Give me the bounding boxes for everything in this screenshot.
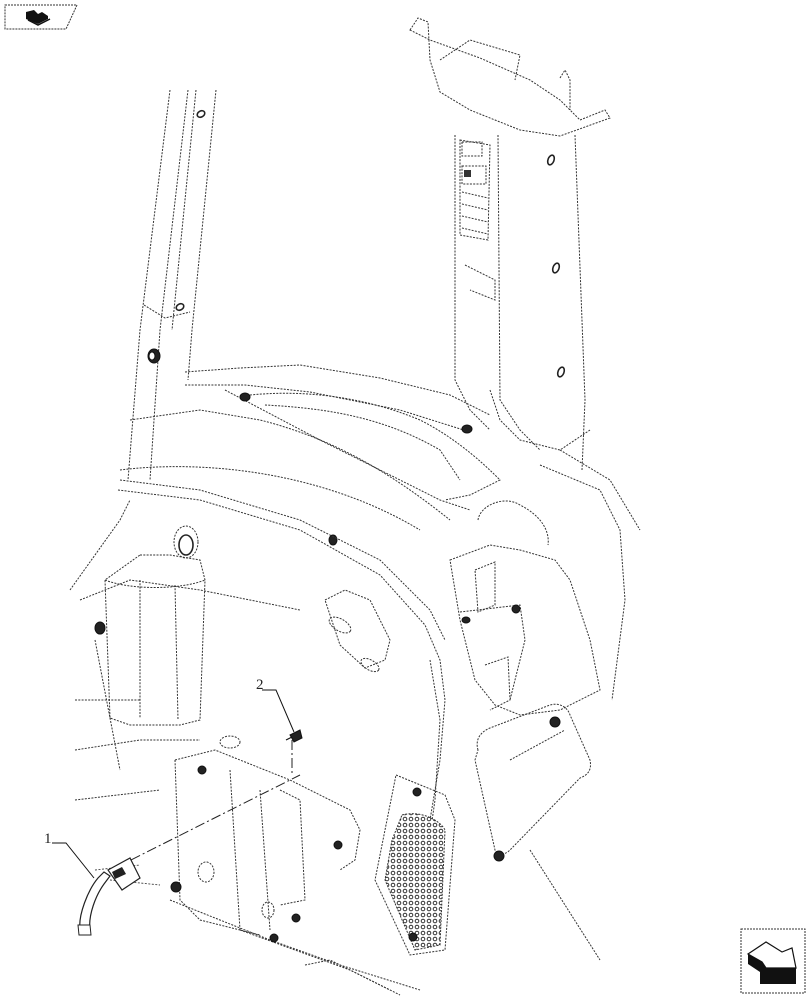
right-console <box>449 449 641 716</box>
callout-1-leader <box>52 842 95 879</box>
book-index-button[interactable] <box>4 4 78 30</box>
book-index-icon <box>4 4 78 30</box>
callout-2-leader <box>262 689 295 733</box>
lower-bracket <box>170 735 361 936</box>
left-pillar <box>127 89 217 481</box>
part-1-connector <box>77 857 141 936</box>
previous-page-arrow-icon <box>740 928 806 994</box>
floor <box>169 899 421 996</box>
callout-1-label: 1 <box>44 831 52 847</box>
previous-page-button[interactable] <box>740 928 806 994</box>
speaker-grille <box>374 774 456 956</box>
upper-shelf <box>119 364 591 546</box>
side-cover-plate <box>474 703 601 961</box>
part-2-screw <box>285 729 303 743</box>
right-pillar <box>409 17 611 471</box>
rear-panel <box>69 479 446 941</box>
cup-holder <box>94 554 206 771</box>
callout-2-label: 2 <box>256 677 264 693</box>
